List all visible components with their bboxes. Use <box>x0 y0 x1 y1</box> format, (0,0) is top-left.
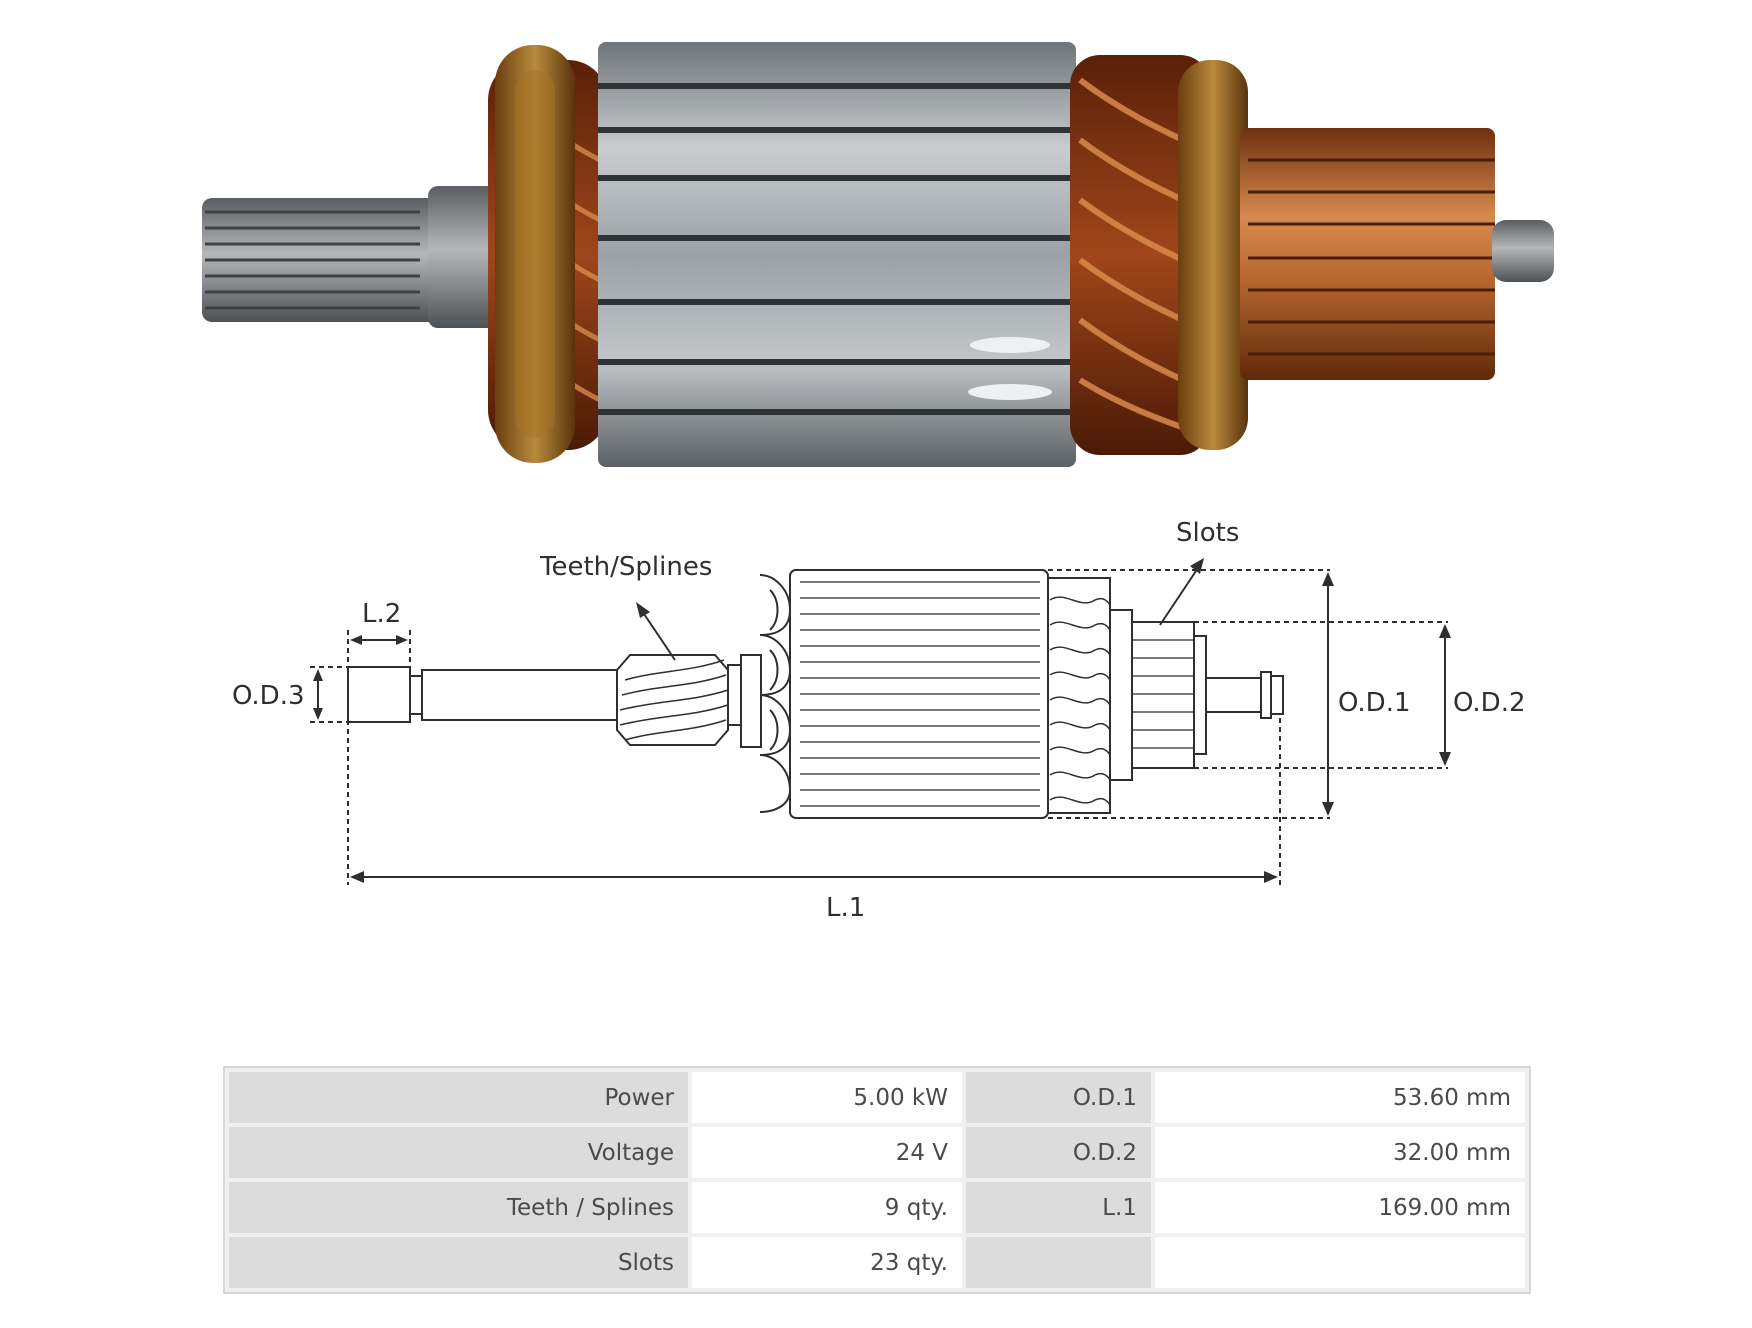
spec-key: Slots <box>229 1237 688 1288</box>
spec-key: O.D.2 <box>966 1127 1151 1178</box>
label-l2: L.2 <box>362 599 401 629</box>
table-row: Power 5.00 kW O.D.1 53.60 mm <box>229 1072 1525 1123</box>
spec-value: 53.60 mm <box>1155 1072 1525 1123</box>
armature-photo <box>202 42 1554 467</box>
spec-value: 24 V <box>692 1127 962 1178</box>
rear-stub-outline <box>1205 677 1262 713</box>
spec-key: Power <box>229 1072 688 1123</box>
rear-winding-outline <box>1047 577 1111 814</box>
commutator-outline <box>1131 621 1195 769</box>
lamination-core <box>598 42 1076 467</box>
spec-value: 169.00 mm <box>1155 1182 1525 1233</box>
table-row: Teeth / Splines 9 qty. L.1 169.00 mm <box>229 1182 1525 1233</box>
rear-shaft <box>1492 220 1554 282</box>
rear-insulator-ring <box>1178 60 1248 450</box>
spec-value: 23 qty. <box>692 1237 962 1288</box>
commutator <box>1240 128 1495 380</box>
label-od1: O.D.1 <box>1338 688 1411 718</box>
shaft-tip <box>347 666 411 723</box>
front-winding-outline <box>759 574 792 813</box>
spec-value: 32.00 mm <box>1155 1127 1525 1178</box>
spec-value: 9 qty. <box>692 1182 962 1233</box>
label-od3: O.D.3 <box>232 681 305 711</box>
dimension-drawing: Teeth/Splines Slots L.2 O.D.3 O.D.1 O.D.… <box>232 518 1526 923</box>
spec-key: O.D.1 <box>966 1072 1151 1123</box>
table-row: Slots 23 qty. <box>229 1237 1525 1288</box>
spec-key: Voltage <box>229 1127 688 1178</box>
spec-value <box>1155 1237 1525 1288</box>
shaft <box>421 669 618 721</box>
spec-key: L.1 <box>966 1182 1151 1233</box>
label-teeth-splines: Teeth/Splines <box>539 552 712 582</box>
slots-leader <box>1159 564 1201 626</box>
label-slots: Slots <box>1176 518 1239 548</box>
table-row: Voltage 24 V O.D.2 32.00 mm <box>229 1127 1525 1178</box>
specs-table: Power 5.00 kW O.D.1 53.60 mm Voltage 24 … <box>223 1066 1531 1294</box>
spline-shaft <box>202 186 498 328</box>
spec-key <box>966 1237 1151 1288</box>
label-od2: O.D.2 <box>1453 688 1526 718</box>
label-l1: L.1 <box>826 893 865 923</box>
teeth-leader <box>639 607 676 661</box>
spec-key: Teeth / Splines <box>229 1182 688 1233</box>
spline-section <box>616 654 729 746</box>
spec-value: 5.00 kW <box>692 1072 962 1123</box>
